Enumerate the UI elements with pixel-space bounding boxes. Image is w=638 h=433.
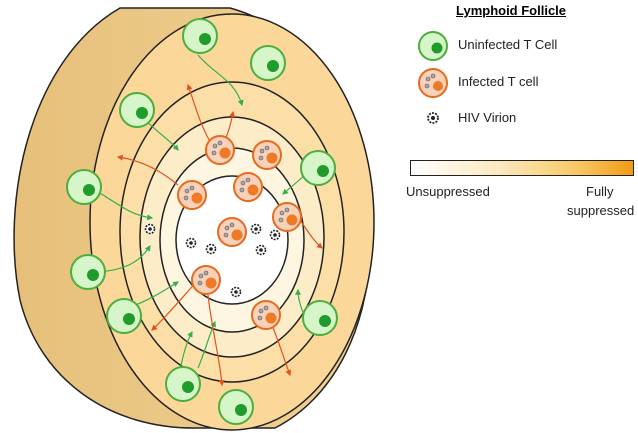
hiv-virion <box>144 223 156 235</box>
hiv-virion-icon <box>427 112 439 124</box>
infected-t-cell <box>217 217 247 247</box>
red-arrow <box>271 324 292 377</box>
uninfected-t-cell <box>182 18 218 54</box>
infected-t-cell <box>177 180 207 210</box>
infected-t-cell <box>205 135 235 165</box>
infected-t-cell <box>251 300 281 330</box>
hiv-virion <box>205 243 217 255</box>
red-arrow <box>116 154 179 186</box>
scale-high-label-line2: suppressed <box>567 203 635 218</box>
uninfected-t-cell <box>250 45 286 81</box>
infected-t-cell <box>233 172 263 202</box>
uninfected-t-cell <box>165 366 201 402</box>
scale-low-label: Unsuppressed <box>406 184 490 199</box>
red-arrow <box>186 83 213 146</box>
uninfected-t-cell <box>218 389 254 425</box>
legend-label-uninfected: Uninfected T Cell <box>458 37 558 52</box>
uninfected-t-cell <box>70 254 106 290</box>
legend-label-virion: HIV Virion <box>458 110 517 125</box>
infected-t-cell-icon <box>418 68 448 98</box>
uninfected-t-cell-icon <box>418 31 448 61</box>
hiv-virion <box>230 286 242 298</box>
legend-label-infected: Infected T cell <box>458 74 539 89</box>
red-arrow <box>207 294 225 387</box>
uninfected-t-cell <box>106 298 142 334</box>
hiv-virion <box>185 237 197 249</box>
scale-high-label-line1: Fully <box>586 184 614 199</box>
hiv-virion <box>255 244 267 256</box>
uninfected-t-cells <box>66 18 338 425</box>
infected-t-cell <box>191 265 221 295</box>
uninfected-t-cell <box>300 150 336 186</box>
hiv-virion <box>250 223 262 235</box>
legend-title: Lymphoid Follicle <box>456 3 567 18</box>
infected-t-cells <box>177 135 302 330</box>
infected-t-cell <box>252 140 282 170</box>
uninfected-t-cell <box>119 92 155 128</box>
infected-t-cell <box>272 202 302 232</box>
green-arrow <box>94 189 154 221</box>
red-arrow <box>299 219 323 249</box>
hiv-virions <box>144 223 281 298</box>
green-arrow <box>197 54 244 107</box>
uninfected-t-cell <box>66 169 102 205</box>
hiv-virion <box>269 229 281 241</box>
green-arrow <box>197 320 216 369</box>
suppression-scale-bar <box>410 160 634 176</box>
uninfected-t-cell <box>302 300 338 336</box>
